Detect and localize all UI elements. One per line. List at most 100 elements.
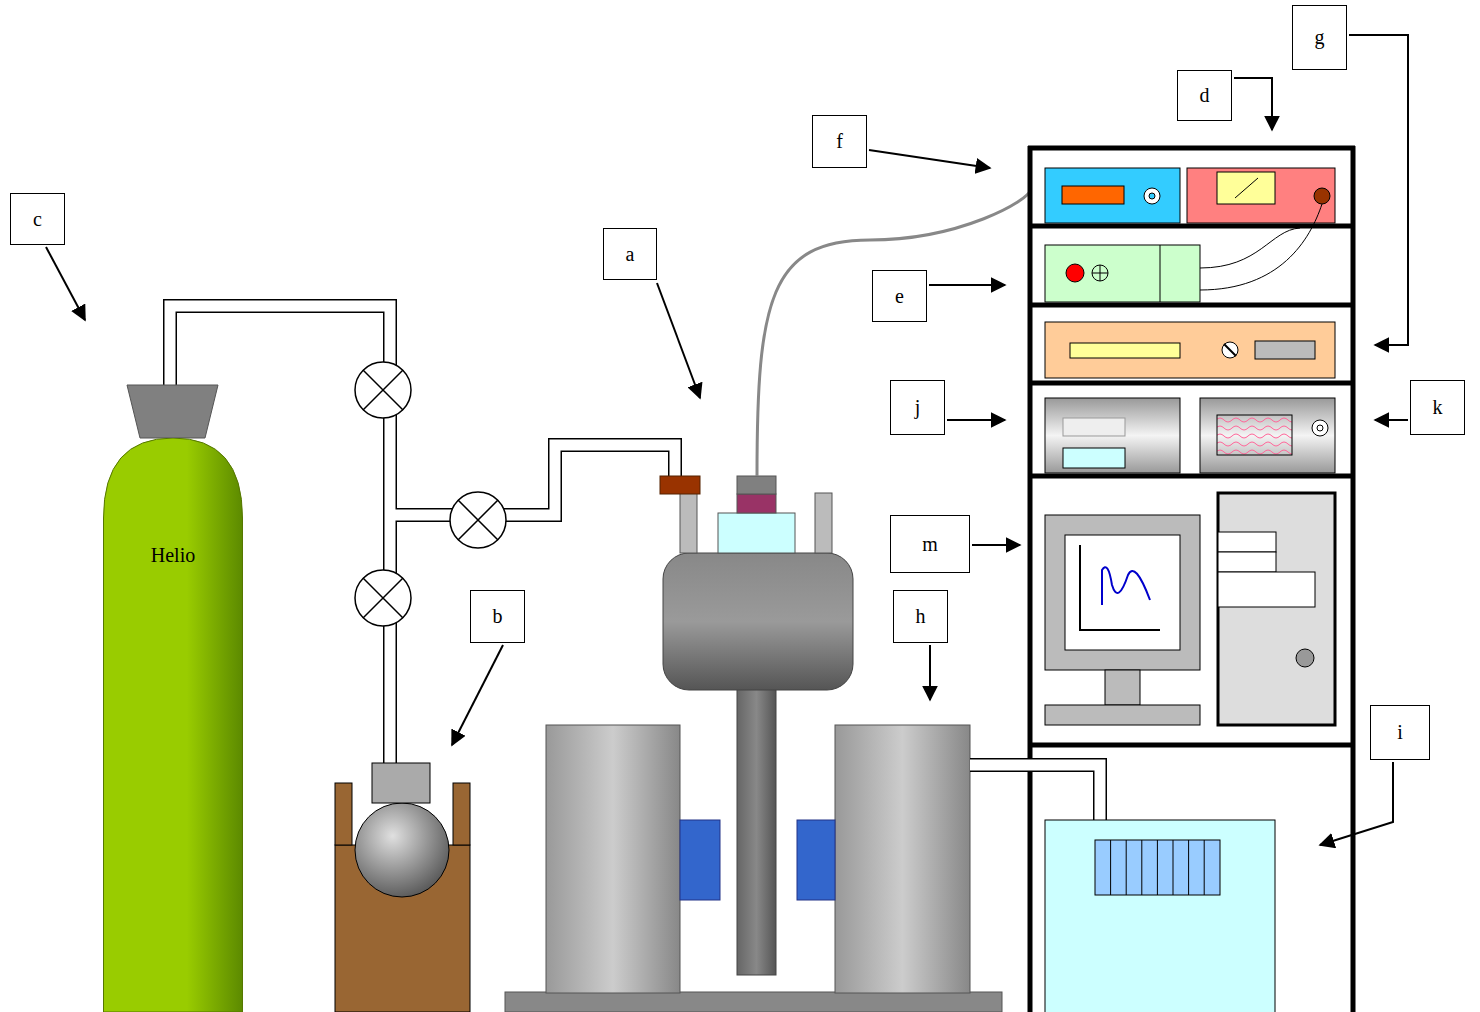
- current-source: [1045, 245, 1200, 302]
- instrument-rack: [1028, 743, 1355, 748]
- callout-letter-text: c: [33, 208, 42, 231]
- computer: [1065, 535, 1180, 650]
- cylinder-valve: [127, 385, 218, 438]
- meter: [1187, 168, 1335, 223]
- leader-arrow: [452, 645, 503, 745]
- magnet-power-supply: [1255, 341, 1315, 359]
- valve: [363, 578, 403, 618]
- meter: [1314, 188, 1330, 204]
- oscillator: [1317, 425, 1323, 431]
- cryostat: [680, 493, 697, 553]
- temperature-controller: [1045, 168, 1180, 223]
- valve: [458, 500, 498, 540]
- cooling-unit: [970, 765, 1100, 821]
- magnet-power-supply: [1045, 322, 1335, 378]
- computer: [1105, 670, 1140, 705]
- electromagnet: [680, 820, 720, 900]
- instrument-rack: [1028, 474, 1355, 479]
- callout-letter: e: [872, 270, 927, 322]
- electromagnet: [835, 725, 970, 993]
- callout-letter-text: f: [836, 130, 843, 153]
- cylinder-label: Helio: [103, 544, 243, 567]
- callout-letter-text: b: [493, 605, 503, 628]
- callout-letter: m: [890, 515, 970, 573]
- callout-letter: i: [1370, 705, 1430, 760]
- computer: [1080, 545, 1160, 630]
- vacuum-pump: [453, 783, 470, 845]
- electromagnet: [505, 992, 1002, 1012]
- callout-letter: b: [470, 590, 525, 643]
- cryostat: [737, 494, 776, 513]
- callout-letter-text: j: [915, 396, 921, 419]
- oscillator: [1200, 398, 1335, 473]
- callout-letter: k: [1410, 380, 1465, 435]
- cooling-unit: [1111, 840, 1205, 895]
- valve: [355, 362, 506, 626]
- leader-arrow: [1349, 35, 1408, 345]
- computer: [1218, 552, 1276, 572]
- electromagnet: [546, 725, 680, 993]
- leader-arrow: [46, 35, 1408, 845]
- current-source: [1092, 265, 1108, 281]
- valve: [355, 362, 411, 418]
- computer: [1045, 515, 1200, 670]
- computer: [1218, 532, 1276, 552]
- callout-letter: d: [1177, 70, 1232, 121]
- meter: [1187, 168, 1335, 223]
- cryostat: [660, 476, 700, 494]
- cryostat: [815, 493, 832, 553]
- leader-arrow: [46, 247, 85, 320]
- callout-letter-text: g: [1315, 26, 1325, 49]
- computer: [1102, 567, 1150, 605]
- callout-letter: a: [603, 228, 657, 280]
- leader-arrow: [972, 544, 1020, 546]
- magnet-power-supply: [1045, 322, 1335, 378]
- instrument-rack: [1028, 381, 1355, 386]
- gas-pipe: [390, 445, 675, 515]
- callout-letter: f: [812, 115, 867, 168]
- vacuum-pump: [355, 803, 449, 897]
- computer: [1218, 493, 1335, 725]
- current-source: [1045, 204, 1322, 302]
- oscillator: [1217, 415, 1292, 455]
- computer: [1045, 705, 1200, 725]
- lock-in-amplifier: [1045, 398, 1180, 473]
- instrument-rack: [1351, 146, 1356, 1012]
- cryostat: [737, 476, 776, 494]
- leader-arrow: [929, 284, 1005, 286]
- valve: [363, 370, 403, 410]
- magnet-power-supply: [1224, 344, 1236, 356]
- instrument-rack: [1028, 146, 1033, 1012]
- leader-arrow: [929, 645, 931, 700]
- callout-letter-text: m: [922, 533, 938, 556]
- callout-letter: h: [893, 590, 948, 643]
- temperature-controller: [1144, 188, 1160, 204]
- current-source: [1092, 265, 1108, 281]
- cryostat: [663, 553, 853, 690]
- instrument-rack: [1028, 224, 1355, 229]
- temperature-controller: [1062, 186, 1124, 204]
- computer: [1218, 572, 1315, 607]
- valve: [450, 492, 506, 548]
- gas-pipe: [390, 445, 675, 515]
- gas-cylinder: Helio: [103, 438, 243, 1012]
- temperature-controller: [1149, 193, 1155, 199]
- magnet-power-supply: [1070, 343, 1180, 358]
- callout-letter-text: h: [916, 605, 926, 628]
- valve: [355, 570, 411, 626]
- leader-arrow: [947, 419, 1005, 421]
- callout-letter-text: d: [1200, 84, 1210, 107]
- callout-letter: j: [890, 380, 945, 435]
- leader-arrow: [1320, 762, 1393, 845]
- instrument-rack: [1028, 303, 1355, 308]
- meter: [1217, 172, 1275, 204]
- lock-in-amplifier: [1045, 398, 1180, 473]
- callout-letter: c: [10, 193, 65, 245]
- computer: [1296, 649, 1314, 667]
- vacuum-pump: [335, 783, 352, 845]
- oscillator: [1312, 420, 1328, 436]
- callout-letter-text: k: [1433, 396, 1443, 419]
- magnet-power-supply: [1222, 342, 1238, 358]
- cryostat: [660, 476, 853, 975]
- current-source: [1160, 245, 1161, 302]
